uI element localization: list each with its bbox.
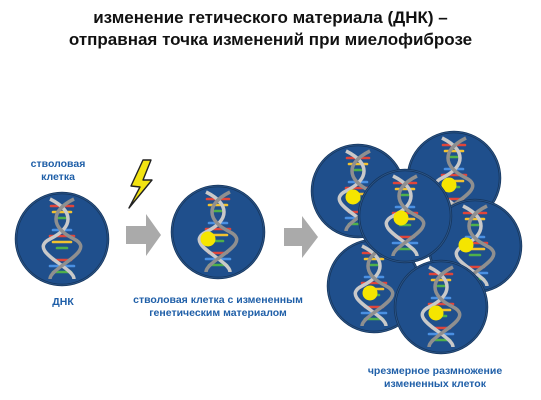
title-line-1: изменение гетического материала (ДНК) – xyxy=(93,8,448,27)
proliferation-label-line-2: измененных клеток xyxy=(384,378,486,390)
right-arrow-icon xyxy=(126,214,161,256)
mutation-marker xyxy=(458,237,474,253)
lightning-bolt-icon xyxy=(128,159,153,209)
proliferation-label-line-1: чрезмерное размножение xyxy=(367,365,503,377)
title-line-2: отправная точка изменений при миелофибро… xyxy=(68,30,473,49)
proliferating-cells-cluster xyxy=(312,132,521,353)
proliferating-cell xyxy=(408,132,500,224)
mutation-marker xyxy=(200,231,216,247)
mutated-cell-label-line-1: стволовая клетка с измененным xyxy=(133,294,303,306)
stem-cell-label: стволовая клетка xyxy=(13,158,103,184)
stem-cell-label-line-2: клетка xyxy=(41,171,75,183)
mutation-marker xyxy=(345,189,361,205)
proliferating-cell xyxy=(312,145,404,237)
proliferation-label: чрезмерное размножение измененных клеток xyxy=(360,365,510,391)
page-title: изменение гетического материала (ДНК) – … xyxy=(0,7,541,51)
dna-label: ДНК xyxy=(52,296,74,308)
proliferating-cell xyxy=(359,170,451,262)
mutated-cell-label-line-2: генетическим материалом xyxy=(149,307,287,319)
proliferating-cell xyxy=(395,261,487,353)
mutation-marker xyxy=(393,210,409,226)
right-arrow-icon xyxy=(284,216,318,258)
proliferating-cell xyxy=(328,240,420,332)
stem-cell-label-line-1: стволовая xyxy=(30,158,86,170)
mutated-cell-label: стволовая клетка с измененным генетическ… xyxy=(118,294,318,320)
mutation-marker xyxy=(428,305,444,321)
mutation-marker xyxy=(362,285,378,301)
stem-cell xyxy=(16,193,108,285)
mutated-stem-cell xyxy=(172,186,264,278)
mutation-marker xyxy=(441,177,457,193)
proliferating-cell xyxy=(429,200,521,292)
